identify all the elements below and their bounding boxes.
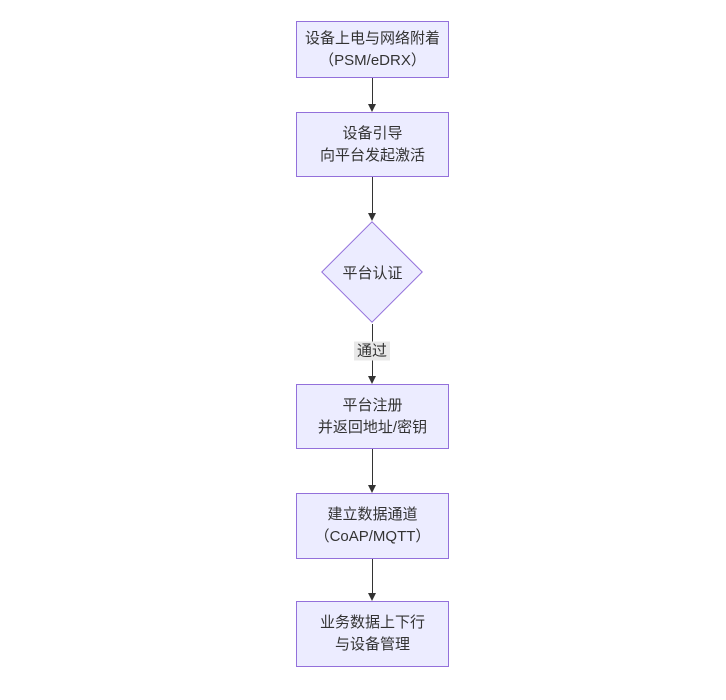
- arrowhead-down-icon: [367, 213, 376, 221]
- node-text-line: 业务数据上下行: [319, 614, 425, 631]
- edge-channel-to-business: [367, 559, 376, 601]
- arrowhead-down-icon: [367, 485, 376, 493]
- flow-node-business-data: 业务数据上下行 与设备管理: [296, 601, 449, 667]
- edge-bootstrap-to-auth: [367, 177, 376, 221]
- edge-label-pass: 通过: [353, 341, 391, 361]
- flow-node-bootstrap-activate: 设备引导 向平台发起激活: [296, 112, 449, 177]
- node-text-line: （PSM/eDRX）: [319, 51, 426, 69]
- node-text-line: 设备引导: [342, 124, 403, 142]
- node-text-line: （CoAP/MQTT）: [314, 528, 431, 545]
- edge-attach-to-bootstrap: [367, 78, 376, 112]
- flow-node-power-network-attach: 设备上电与网络附着 （PSM/eDRX）: [296, 21, 449, 78]
- edge-register-to-channel: [367, 449, 376, 493]
- node-text-line: 平台注册: [342, 396, 403, 414]
- arrowhead-down-icon: [367, 593, 376, 601]
- flow-node-data-channel: 建立数据通道 （CoAP/MQTT）: [296, 493, 449, 559]
- arrowhead-down-icon: [367, 376, 376, 384]
- node-text-line: 设备上电与网络附着: [304, 29, 440, 47]
- node-text-line: 向平台发起激活: [319, 146, 425, 164]
- flow-node-platform-register: 平台注册 并返回地址/密钥: [296, 384, 449, 449]
- node-text-line: 建立数据通道: [327, 506, 418, 523]
- flow-node-platform-auth-decision: 平台认证: [321, 221, 424, 324]
- node-text-line: 与设备管理: [334, 636, 410, 653]
- arrowhead-down-icon: [367, 104, 376, 112]
- node-text-line: 平台认证: [342, 265, 403, 282]
- node-text-line: 并返回地址/密钥: [317, 418, 428, 436]
